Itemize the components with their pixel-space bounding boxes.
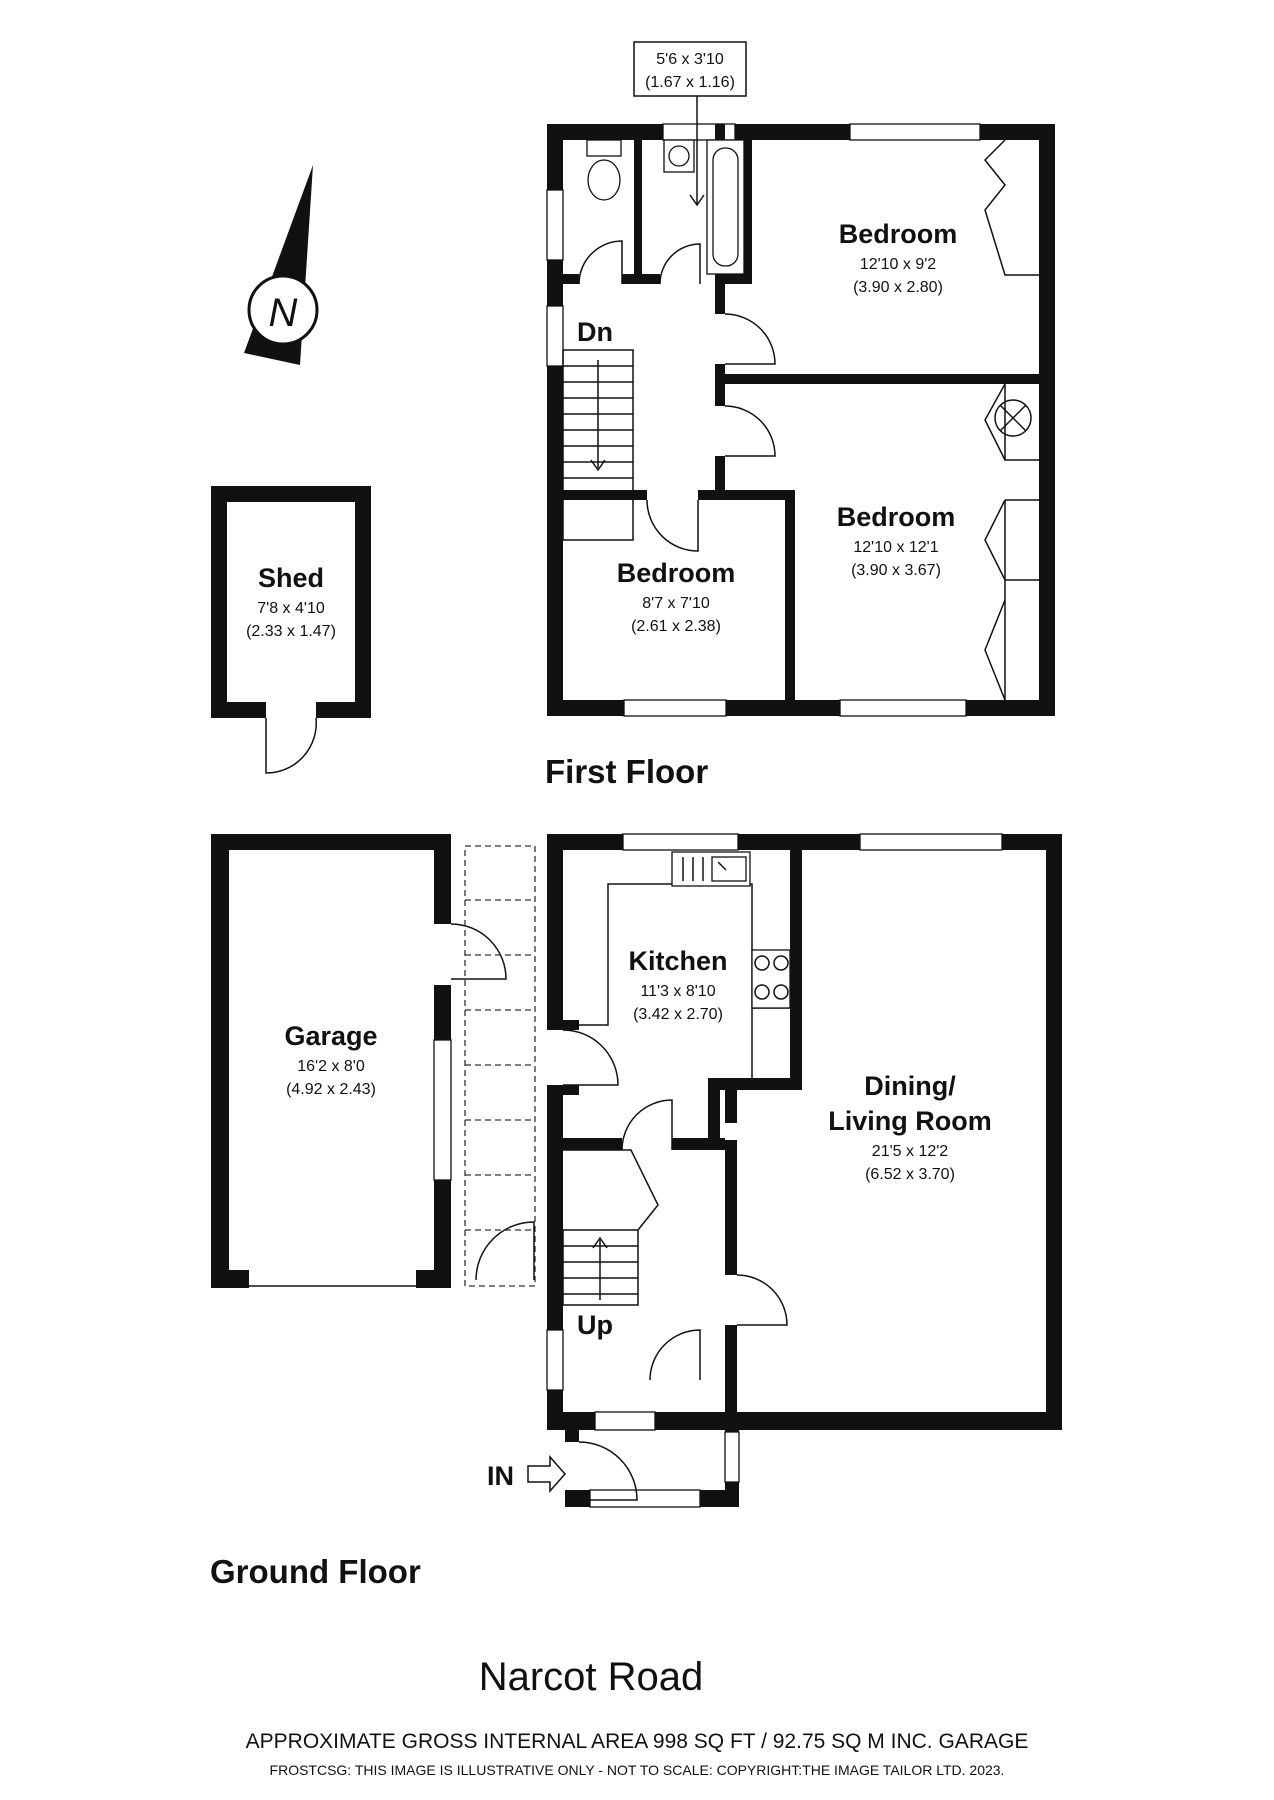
kitchen-dim-imperial: 11'3 x 8'10 — [640, 983, 715, 1000]
bedroom-2-name: Bedroom — [837, 502, 956, 532]
kitchen-name: Kitchen — [628, 946, 727, 976]
bath-icon — [706, 139, 745, 275]
bathroom-dim-imperial: 5'6 x 3'10 — [656, 51, 724, 68]
north-arrow-icon: N — [244, 165, 319, 365]
ground-floor-label: Ground Floor — [210, 1553, 421, 1590]
hob-icon — [751, 949, 791, 1009]
area-note: APPROXIMATE GROSS INTERNAL AREA 998 SQ F… — [246, 1730, 1029, 1753]
covered-passage — [464, 845, 536, 1287]
garage-dim-metric: (4.92 x 2.43) — [286, 1081, 376, 1098]
copyright-note: FROSTCSG: THIS IMAGE IS ILLUSTRATIVE ONL… — [270, 1762, 1005, 1778]
first-floor-label: First Floor — [545, 753, 708, 790]
entrance-label: IN — [487, 1461, 514, 1491]
bedroom-1-dim-metric: (3.90 x 2.80) — [853, 279, 943, 296]
garage-dim-imperial: 16'2 x 8'0 — [297, 1058, 365, 1075]
first-floor-plan: 5'6 x 3'10 (1.67 x 1.16) Dn Bedroom 12'1… — [545, 41, 1055, 790]
living-dim-imperial: 21'5 x 12'2 — [872, 1143, 948, 1160]
bedroom-3-dim-imperial: 8'7 x 7'10 — [642, 595, 710, 612]
bedroom-2-dim-metric: (3.90 x 3.67) — [851, 562, 941, 579]
first-floor-stairs-label: Dn — [577, 317, 613, 347]
basin-icon — [663, 139, 695, 173]
toilet-icon — [586, 139, 622, 201]
living-name-line1: Dining/ — [864, 1071, 956, 1101]
bathroom-dim-box — [633, 41, 747, 97]
kitchen-dim-metric: (3.42 x 2.70) — [633, 1006, 723, 1023]
entrance-arrow-icon — [527, 1455, 567, 1493]
ground-floor-stairs-label: Up — [577, 1310, 613, 1340]
shed-plan: Shed 7'8 x 4'10 (2.33 x 1.47) — [211, 486, 371, 774]
sink-icon — [671, 851, 751, 887]
shed-dim-metric: (2.33 x 1.47) — [246, 623, 336, 640]
bedroom-1-name: Bedroom — [839, 219, 958, 249]
boiler-icon — [994, 399, 1032, 437]
bedroom-2-dim-imperial: 12'10 x 12'1 — [853, 539, 938, 556]
living-dim-metric: (6.52 x 3.70) — [865, 1166, 955, 1183]
compass-letter: N — [269, 291, 298, 335]
bedroom-3-dim-metric: (2.61 x 2.38) — [631, 618, 721, 635]
shed-name: Shed — [258, 563, 324, 593]
garage-name: Garage — [284, 1021, 377, 1051]
bathroom-dim-metric: (1.67 x 1.16) — [645, 74, 735, 91]
living-name-line2: Living Room — [828, 1106, 992, 1136]
ground-floor-plan: Garage 16'2 x 8'0 (4.92 x 2.43) Kitchen … — [210, 833, 1062, 1590]
shed-dim-imperial: 7'8 x 4'10 — [257, 600, 325, 617]
bedroom-1-dim-imperial: 12'10 x 9'2 — [860, 256, 936, 273]
bedroom-3-name: Bedroom — [617, 558, 736, 588]
street-name: Narcot Road — [479, 1655, 704, 1699]
